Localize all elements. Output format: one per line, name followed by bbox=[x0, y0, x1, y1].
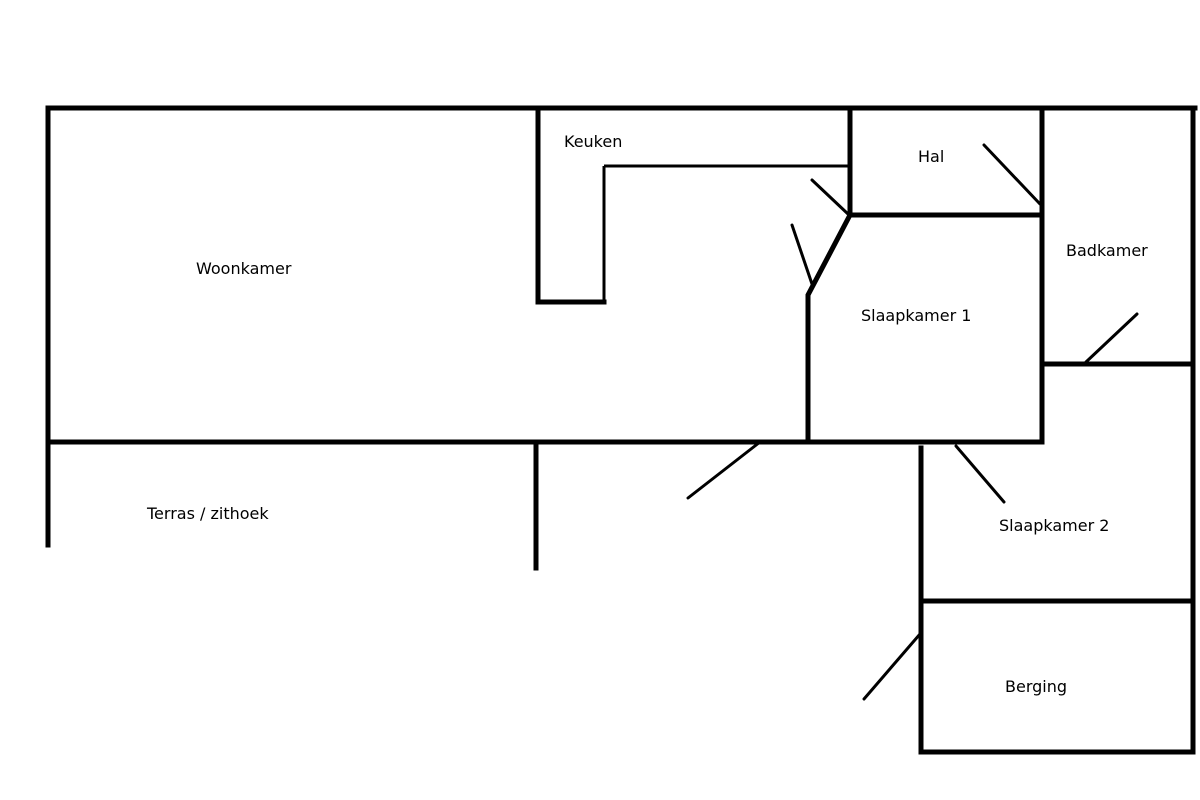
door-berging bbox=[862, 632, 922, 701]
door-slaapkamer2 bbox=[954, 444, 1006, 504]
room-labels: Woonkamer Keuken Hal Badkamer Slaapkamer… bbox=[146, 132, 1148, 696]
label-terras: Terras / zithoek bbox=[146, 504, 269, 523]
door-slaapkamer1 bbox=[790, 223, 814, 286]
label-keuken: Keuken bbox=[564, 132, 622, 151]
door-hal-entrance bbox=[982, 143, 1042, 206]
label-badkamer: Badkamer bbox=[1066, 241, 1148, 260]
label-slaapkamer-2: Slaapkamer 2 bbox=[999, 516, 1109, 535]
label-hal: Hal bbox=[918, 147, 944, 166]
door-badkamer bbox=[1084, 312, 1139, 364]
label-slaapkamer-1: Slaapkamer 1 bbox=[861, 306, 971, 325]
label-berging: Berging bbox=[1005, 677, 1067, 696]
door-hal-kitchen bbox=[810, 178, 850, 216]
label-woonkamer: Woonkamer bbox=[196, 259, 292, 278]
walls bbox=[45, 105, 1198, 755]
wall-slaapkamer1-diagonal bbox=[805, 211, 854, 445]
doors bbox=[686, 143, 1139, 701]
door-living-terrace bbox=[686, 440, 762, 500]
